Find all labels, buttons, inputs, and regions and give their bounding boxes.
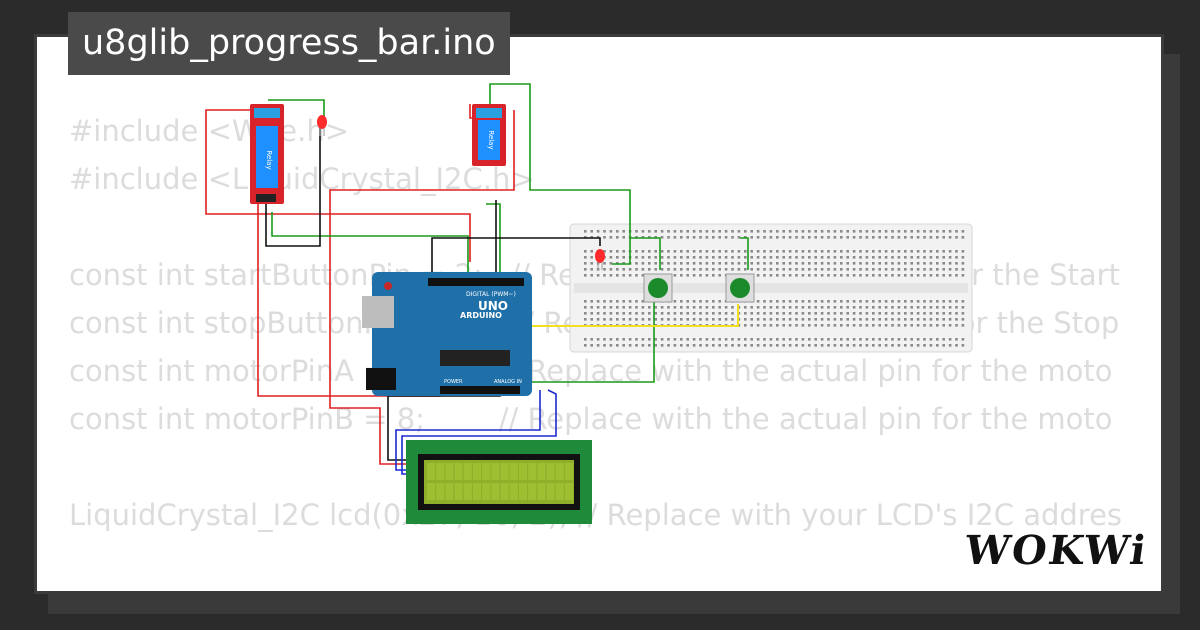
led-red-1[interactable]	[317, 115, 327, 136]
lcd-1602-i2c[interactable]	[406, 440, 592, 524]
code-line: const int motorPinB = 8; // Replace with…	[69, 402, 1113, 436]
arduino-analog-label: ANALOG IN	[494, 379, 522, 385]
push-button-stop[interactable]	[725, 273, 755, 303]
relay-module-1[interactable]: Relay	[250, 104, 284, 204]
relay-2-label: Relay	[487, 130, 495, 149]
relay-1-label: Relay	[265, 150, 273, 169]
push-button-start[interactable]	[643, 273, 673, 303]
arduino-uno-board[interactable]: DIGITAL (PWM~) ARDUINO UNO POWER ANALOG …	[362, 272, 532, 396]
project-filename: u8glib_progress_bar.ino	[68, 12, 510, 75]
led-red-2[interactable]	[595, 249, 605, 270]
arduino-power-label: POWER	[444, 379, 463, 385]
breadboard	[569, 223, 973, 353]
arduino-brand-label: ARDUINO	[460, 311, 502, 320]
arduino-digital-label: DIGITAL (PWM~)	[466, 291, 516, 298]
relay-module-2[interactable]: Relay	[472, 104, 506, 166]
arduino-model-label: UNO	[478, 299, 508, 313]
wokwi-logo: WOKWi	[962, 527, 1152, 574]
